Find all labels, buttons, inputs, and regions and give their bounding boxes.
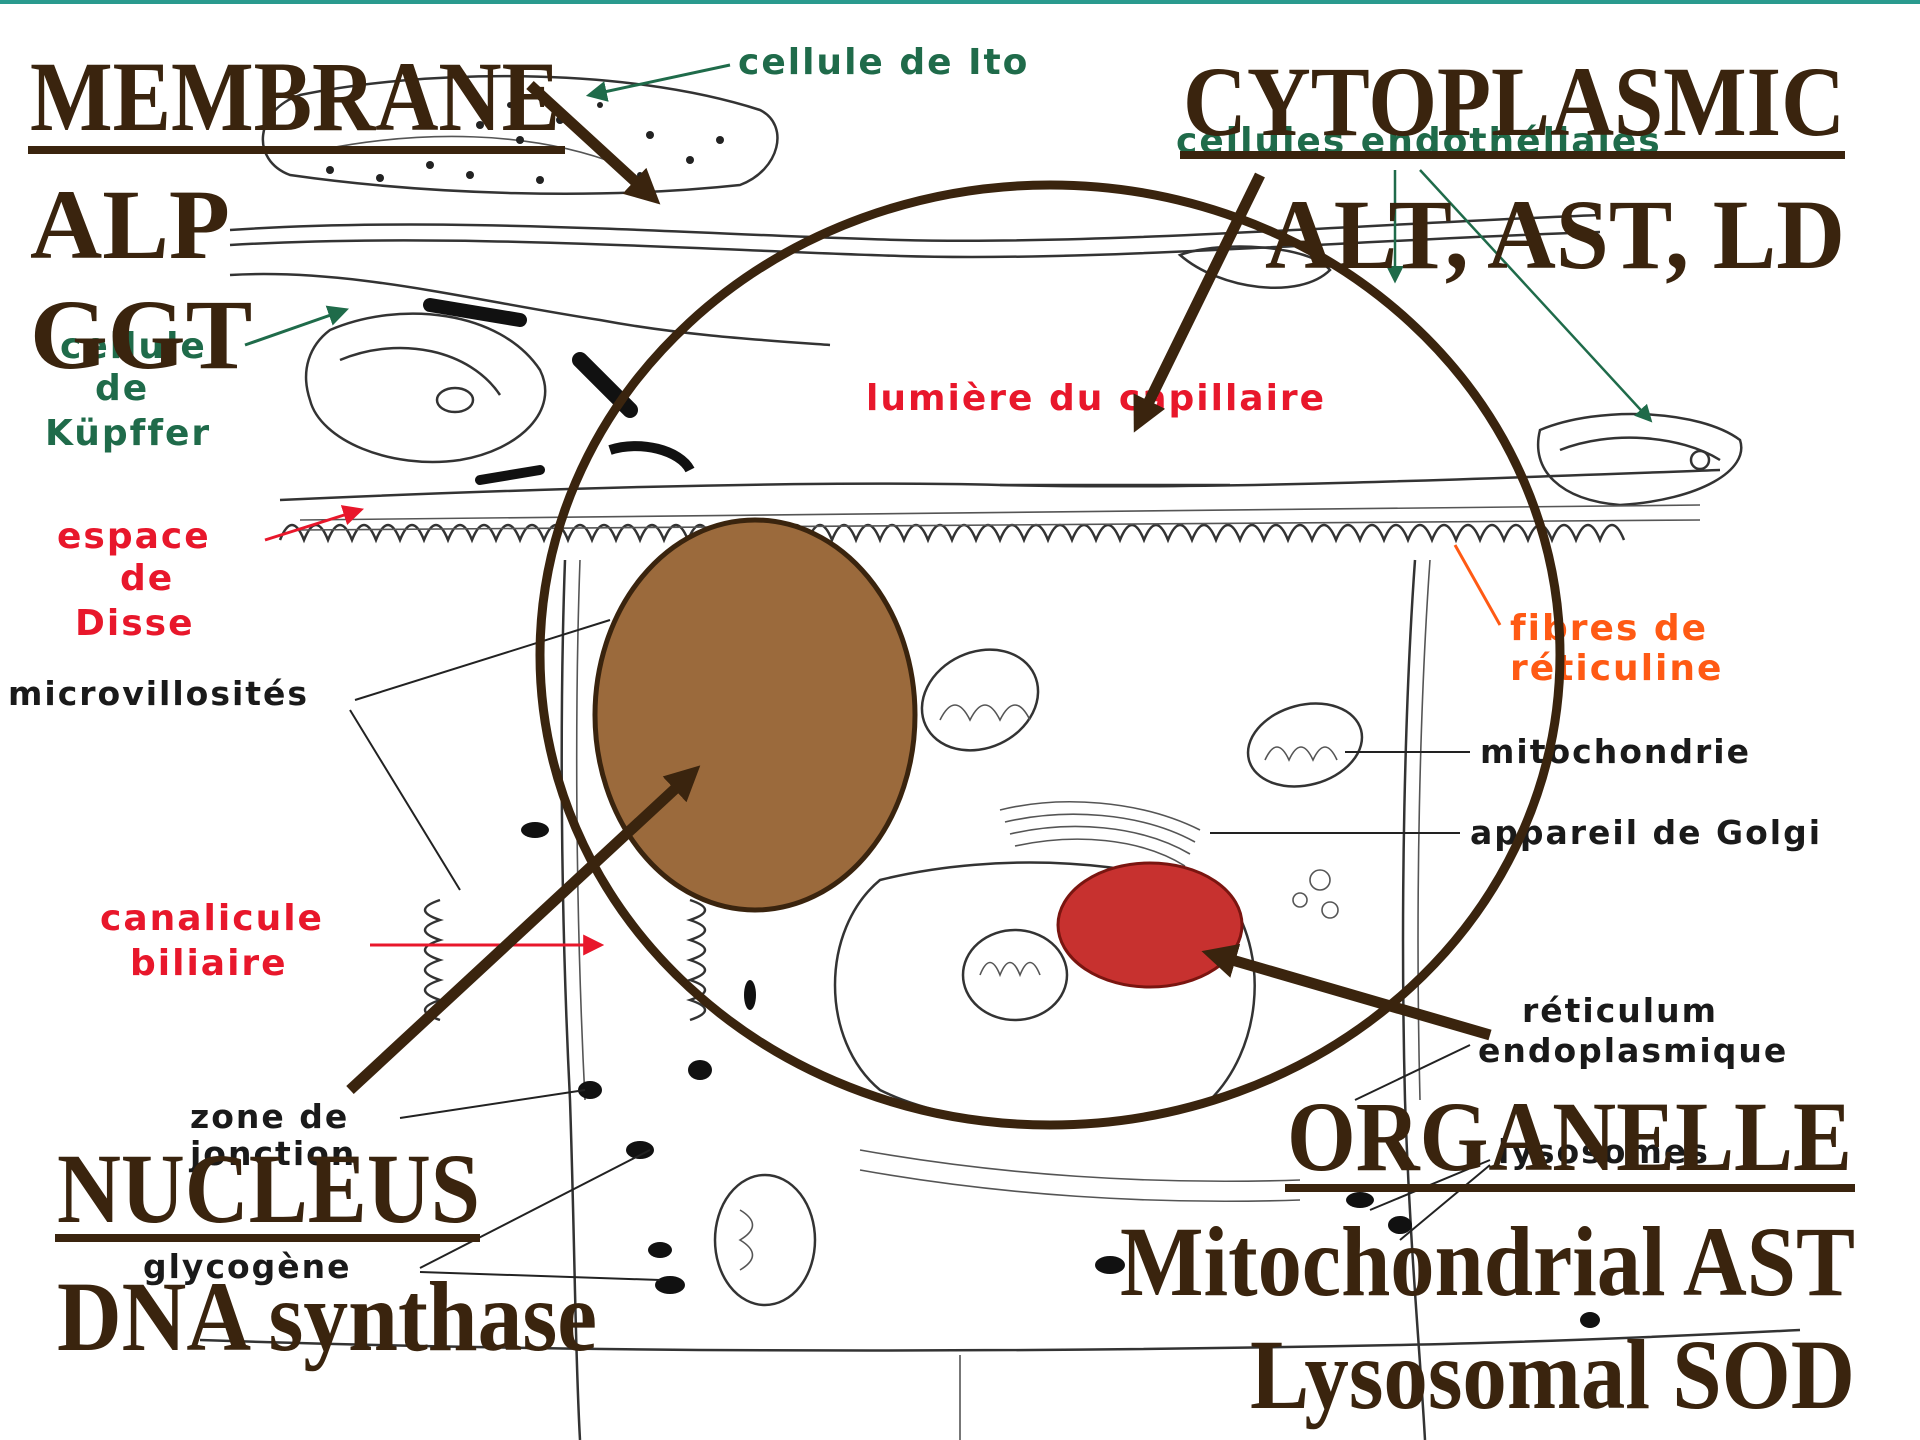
organelle-ellipse [1058,863,1242,987]
cytoplasmic-enzymes: ALT, AST, LD [1265,179,1845,290]
label-reticulum-line-2: endoplasmique [1478,1031,1788,1070]
label-canalicule-line-2: biliaire [130,943,288,984]
top-border-line [0,0,1920,4]
label-kupffer-line-3: Küpffer [45,413,211,454]
membrane-enzyme-ggt: GGT [30,279,252,390]
label-junction-line-1: zone de [190,1097,349,1136]
label-capillary-lumen: lumière du capillaire [866,378,1326,419]
nucleus-enzyme: DNA synthase [57,1261,597,1372]
membrane-enzyme-alp: ALP [30,169,230,280]
organelle-title: ORGANELLE [1287,1081,1852,1192]
label-mitochondria: mitochondrie [1480,732,1751,771]
label-disse-line-1: espace [57,516,211,557]
label-canalicule-line-1: canalicule [100,898,324,939]
cytoplasmic-title: CYTOPLASMIC [1183,46,1845,157]
organelle-enzyme-mitochondrial: Mitochondrial AST [1120,1206,1855,1317]
organelle-arrow [1215,955,1490,1035]
mitochondrion-sketch-3 [715,1175,815,1305]
label-ito-cell: cellule de Ito [738,42,1029,83]
label-disse-line-2: de [120,558,174,599]
label-disse-line-3: Disse [75,603,195,644]
label-reticulum-line-1: réticulum [1522,991,1718,1030]
mitochondrion-sketch-2 [1239,691,1372,798]
mitochondrion-sketch-4 [963,930,1067,1020]
membrane-title: MEMBRANE [30,41,560,152]
organelle-enzyme-lysosomal: Lysosomal SOD [1250,1319,1855,1430]
label-microvilli: microvillosités [8,674,309,713]
label-reticulin-line-2: réticuline [1510,648,1723,689]
label-reticulin-line-1: fibres de [1510,608,1708,649]
nucleus-ellipse [595,520,915,910]
mitochondrion-sketch-1 [905,631,1054,769]
nucleus-title: NUCLEUS [57,1133,480,1244]
